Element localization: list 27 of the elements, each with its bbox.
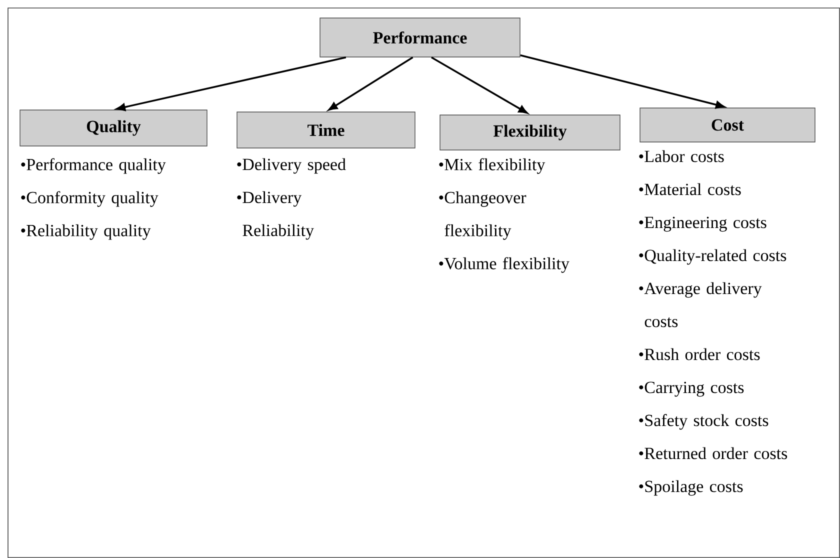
list-item: •Quality-related costs [639, 249, 786, 265]
list-item: •Conformity quality [21, 191, 158, 207]
list-item: •Delivery Reliability [237, 191, 314, 240]
list-item: •Labor costs [639, 150, 724, 162]
list-item: •Safety stock costs [639, 414, 768, 430]
list-item: •Delivery speed [237, 158, 346, 174]
arrow [116, 56, 346, 111]
arrow [431, 56, 528, 114]
list-item: •Engineering costs [639, 216, 766, 232]
category-box: Time [236, 112, 416, 148]
list-item: •Volume flexibility [439, 257, 570, 273]
list-item: •Rush order costs [639, 348, 760, 360]
list-item: •Material costs [639, 183, 741, 196]
arrow [328, 56, 414, 111]
category-box: Cost [640, 108, 816, 142]
category-box: Performance [320, 18, 520, 58]
list-item: •Returned order costs [639, 447, 788, 460]
list-item: •Mix flexibility [439, 158, 546, 174]
list-item: •Spoilage costs [639, 480, 743, 496]
list-item: •Reliability quality [21, 224, 151, 240]
list-item: •Changeover flexibility [439, 191, 526, 240]
list-item: •Average delivery costs [639, 282, 762, 328]
category-box: Quality [20, 110, 208, 146]
list-item: •Carrying costs [639, 382, 744, 397]
category-box: Flexibility [440, 114, 620, 150]
list-item: •Performance quality [21, 158, 166, 174]
arrow [520, 54, 725, 109]
